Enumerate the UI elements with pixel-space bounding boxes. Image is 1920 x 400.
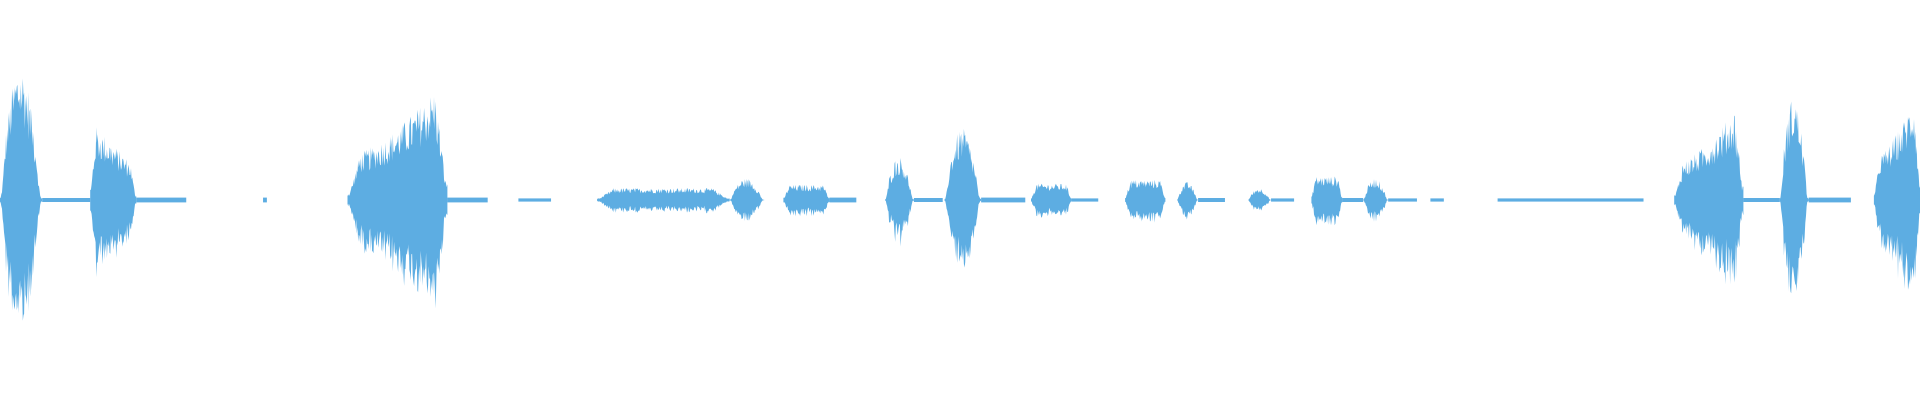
waveform-segment-18: [1125, 179, 1166, 223]
waveform-segment-10: [783, 184, 830, 217]
waveform-burst: [1311, 176, 1343, 226]
waveform-silence-line: [136, 197, 187, 203]
waveform-silence-line: [1743, 198, 1780, 202]
waveform-silence-line: [42, 198, 91, 202]
waveform-segment-12: [885, 158, 914, 247]
waveform-segment-28: [1497, 198, 1644, 202]
waveform-burst: [1125, 179, 1166, 223]
waveform-segment-30: [1743, 198, 1780, 202]
waveform-silence-line: [1342, 198, 1364, 202]
waveform-silence-line: [1430, 198, 1444, 202]
waveform-segment-22: [1271, 198, 1295, 202]
waveform-segment-19: [1177, 182, 1199, 220]
waveform-segment-3: [136, 197, 187, 203]
waveform-segment-9: [729, 178, 765, 221]
waveform-burst: [90, 127, 137, 278]
waveform-segment-24: [1342, 198, 1364, 202]
waveform-silence-line: [1808, 197, 1851, 203]
waveform-silence-line: [1071, 198, 1099, 202]
waveform-silence-line: [1198, 198, 1225, 202]
waveform-segment-33: [1873, 117, 1920, 290]
waveform-segment-1: [42, 198, 91, 202]
waveform-segment-17: [1071, 198, 1099, 202]
waveform-burst: [729, 178, 765, 221]
waveform-segment-16: [1031, 183, 1072, 218]
waveform-segment-2: [90, 127, 137, 278]
waveform-silence-line: [1388, 198, 1417, 202]
waveform-segment-29: [1674, 115, 1744, 285]
waveform-segments: [0, 78, 1920, 321]
waveform-silence-line: [263, 197, 267, 203]
waveform-segment-31: [1779, 101, 1809, 294]
waveform-burst: [347, 96, 448, 309]
waveform-silence-line: [447, 197, 488, 203]
waveform-silence-line: [518, 198, 552, 202]
waveform-segment-8: [597, 188, 730, 214]
waveform-segment-4: [263, 197, 267, 203]
waveform-burst: [944, 128, 982, 268]
waveform-segment-6: [447, 197, 488, 203]
waveform-burst: [1248, 189, 1271, 211]
waveform-segment-21: [1248, 189, 1271, 211]
waveform-silence-line: [913, 198, 943, 202]
waveform-segment-13: [913, 198, 943, 202]
waveform-segment-14: [944, 128, 982, 268]
waveform-burst: [783, 184, 830, 217]
waveform-burst: [1873, 117, 1920, 290]
waveform-segment-15: [981, 197, 1026, 203]
waveform-segment-27: [1430, 198, 1444, 202]
waveform-segment-25: [1363, 179, 1389, 222]
waveform-segment-5: [347, 96, 448, 309]
waveform-burst: [1031, 183, 1072, 218]
waveform-segment-0: [0, 78, 43, 321]
waveform-burst: [0, 78, 43, 321]
waveform-segment-32: [1808, 197, 1851, 203]
waveform-burst: [1779, 101, 1809, 294]
waveform-burst: [1177, 182, 1199, 220]
waveform-burst: [885, 158, 914, 247]
waveform-segment-20: [1198, 198, 1225, 202]
waveform-segment-11: [829, 197, 857, 203]
waveform-segment-23: [1311, 176, 1343, 226]
waveform-segment-26: [1388, 198, 1417, 202]
waveform-silence-line: [981, 197, 1026, 203]
waveform-silence-line: [829, 197, 857, 203]
waveform-segment-7: [518, 198, 552, 202]
waveform-silence-line: [1497, 198, 1644, 202]
waveform-burst: [1363, 179, 1389, 222]
waveform-silence-line: [1271, 198, 1295, 202]
waveform-burst: [597, 188, 730, 214]
waveform-burst: [1674, 115, 1744, 285]
